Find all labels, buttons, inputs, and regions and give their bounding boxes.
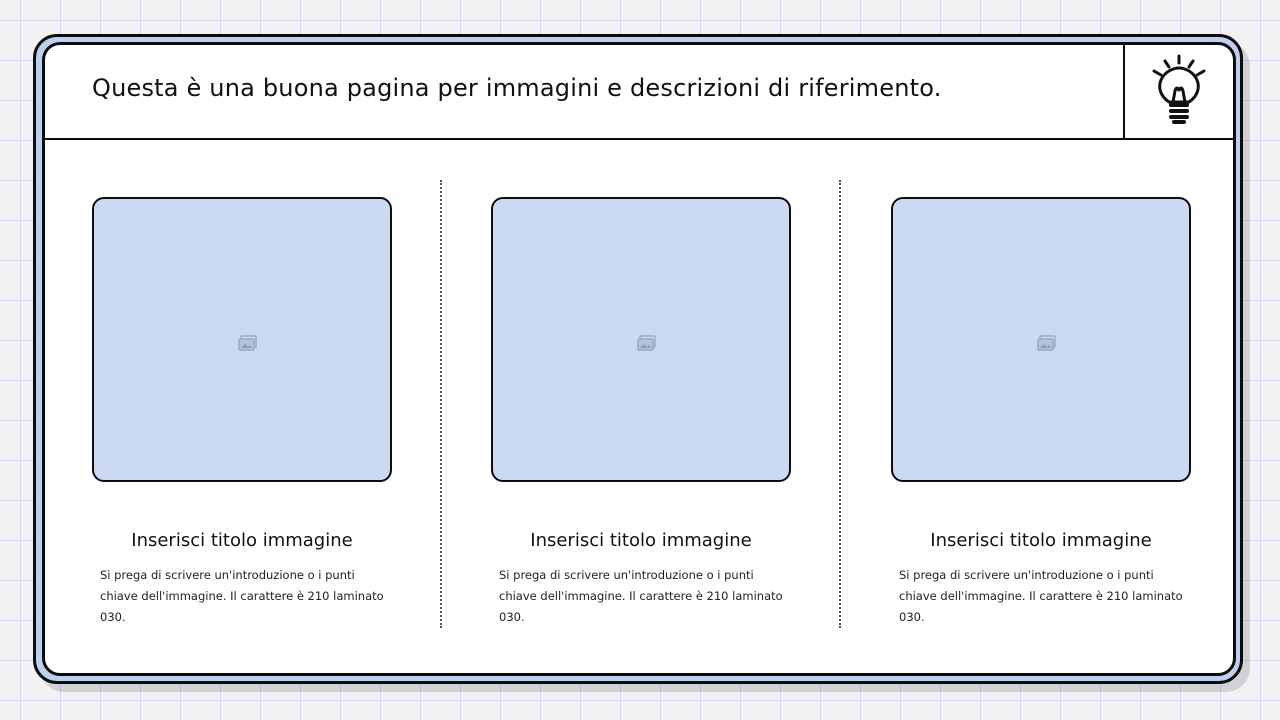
image-title[interactable]: Inserisci titolo immagine [530, 530, 752, 551]
image-title[interactable]: Inserisci titolo immagine [930, 530, 1152, 551]
image-placeholder-icon [238, 335, 257, 351]
image-column-1: Inserisci titolo immagine Si prega di sc… [92, 197, 392, 628]
dotted-divider [839, 180, 841, 628]
dotted-divider [440, 180, 442, 628]
image-description[interactable]: Si prega di scrivere un'introduzione o i… [899, 568, 1183, 624]
slide-panel: Questa è una buona pagina per immagini e… [42, 42, 1236, 676]
image-placeholder-3[interactable] [891, 197, 1191, 482]
image-column-3: Inserisci titolo immagine Si prega di sc… [891, 197, 1191, 628]
icon-cell [1123, 45, 1233, 138]
image-title[interactable]: Inserisci titolo immagine [131, 530, 353, 551]
slide-header: Questa è una buona pagina per immagini e… [45, 45, 1233, 140]
page-title[interactable]: Questa è una buona pagina per immagini e… [92, 74, 942, 102]
image-placeholder-1[interactable] [92, 197, 392, 482]
lightbulb-icon [1152, 54, 1206, 124]
image-description[interactable]: Si prega di scrivere un'introduzione o i… [100, 568, 384, 624]
image-placeholder-icon [637, 335, 656, 351]
image-placeholder-2[interactable] [491, 197, 791, 482]
image-placeholder-icon [1037, 335, 1056, 351]
image-description[interactable]: Si prega di scrivere un'introduzione o i… [499, 568, 783, 624]
image-column-2: Inserisci titolo immagine Si prega di sc… [491, 197, 791, 628]
